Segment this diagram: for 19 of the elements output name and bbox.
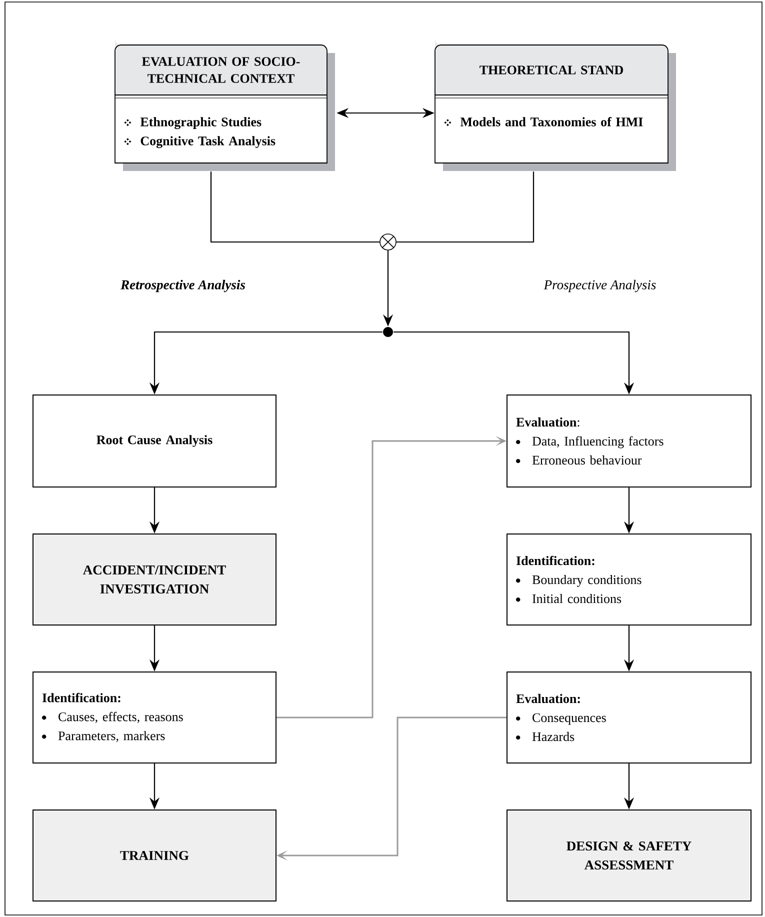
junction-symbol [380,234,396,250]
process-box: TRAINING [32,810,276,902]
process-box: Evaluation: Consequences Hazards [506,672,752,764]
section-label: Prospective Analysis [544,280,656,292]
junction-dot [383,327,393,337]
process-box: Identification: Boundary conditions Initial conditions [506,534,752,626]
node-label: Models and Taxonomies of HMI [460,117,643,126]
context-box: EVALUATION OF SOCIO-TECHNICAL CONTEXT Ethnographic Studies Cognitive Task Analysis [114,39,335,171]
process-box: ACCIDENT/INCIDENT INVESTIGATION [32,534,276,626]
theory-box: THEORETICAL STAND Models and Taxonomies of HMI [434,39,676,171]
section-label: Retrospective Analysis [120,280,246,292]
node-label: EVALUATION OF SOCIO-TECHNICAL CONTEXT [142,57,300,83]
process-box: Evaluation: Data, Influencing factors Erroneous behaviour [506,394,752,488]
process-box: Root Cause Analysis [32,394,276,488]
process-box: Identification: Causes, effects, reasons Parameters, markers [32,672,276,764]
node-label: THEORETICAL STAND [480,66,623,74]
node-label: Cognitive Task Analysis [140,136,276,148]
process-box: DESIGN & SAFETY ASSESSMENT [506,810,752,902]
node-label: Ethnographic Studies [140,117,262,130]
